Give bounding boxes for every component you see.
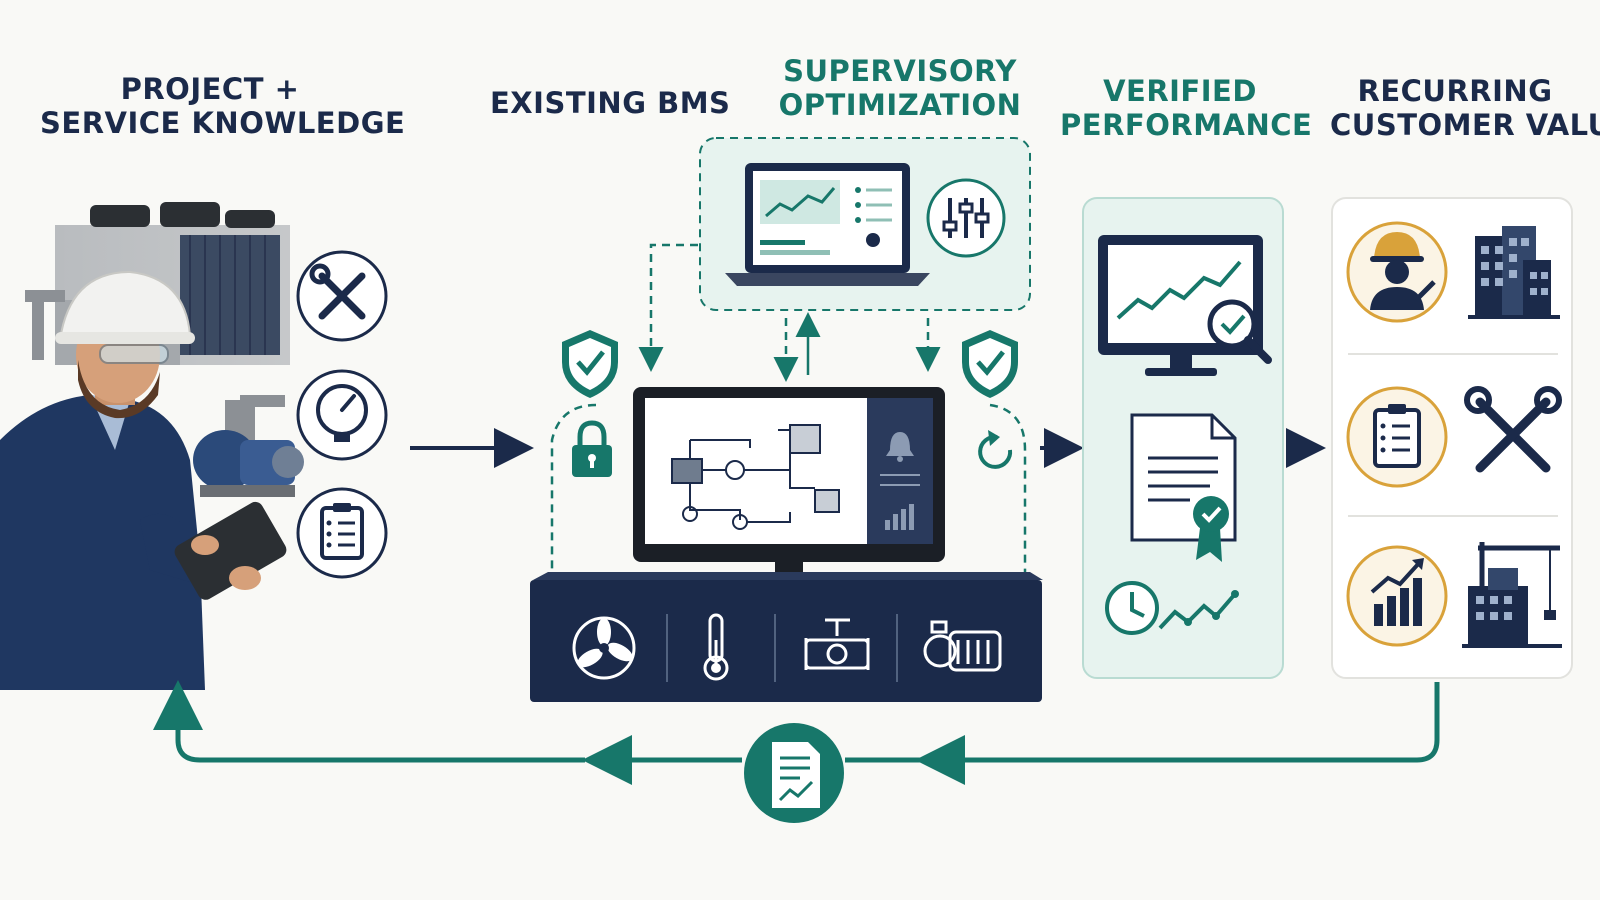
valve-icon: [804, 618, 870, 670]
tools-icon: [1464, 386, 1562, 473]
bar-chart-icon: [885, 504, 914, 530]
verified-title-line2: PERFORMANCE: [1060, 108, 1313, 142]
bms-title: EXISTING BMS: [490, 86, 731, 120]
laptop-dashboard-icon: [725, 163, 930, 286]
clock-trend-icon: [1105, 581, 1239, 635]
clipboard-checklist-icon: [296, 487, 388, 579]
growth-chart-icon: [1346, 545, 1448, 647]
technician: [0, 270, 287, 690]
clipboard-icon: [1346, 386, 1448, 488]
pump-unit: [193, 395, 304, 497]
project-title-line2: SERVICE KNOWLEDGE: [40, 106, 406, 140]
technician-tool-icon: [1346, 221, 1448, 323]
shield-check-icon: [962, 330, 1018, 398]
equipment-base: [530, 572, 1043, 702]
supervisory-title-line2: OPTIMIZATION: [778, 88, 1022, 122]
monitor-chart-magnifier-icon: [1098, 235, 1272, 376]
report-document-icon: [744, 723, 844, 823]
dashed-connectors: [550, 243, 1027, 575]
fan-icon: [572, 616, 636, 680]
gauge-icon: [296, 369, 388, 461]
bms-title-line1: EXISTING BMS: [490, 86, 731, 120]
shield-check-icon: [562, 330, 618, 398]
wrench-screwdriver-icon: [296, 250, 388, 342]
certificate-document-icon: [1130, 413, 1237, 562]
refresh-icon: [978, 430, 1013, 469]
supervisory-title-line1: SUPERVISORY: [783, 54, 1017, 88]
building-icon: [1468, 226, 1560, 319]
recurring-title: RECURRING CUSTOMER VALUE: [1330, 74, 1600, 142]
feedback-loop: [153, 680, 1440, 785]
recurring-title-line1: RECURRING: [1357, 74, 1553, 108]
project-title: PROJECT + SERVICE KNOWLEDGE: [40, 72, 406, 140]
verified-title-line1: VERIFIED: [1103, 74, 1257, 108]
monitor-schematic-icon: [633, 387, 945, 586]
bell-icon: [886, 432, 914, 462]
thermometer-icon: [703, 613, 729, 681]
verified-title: VERIFIED PERFORMANCE: [1060, 74, 1313, 142]
recurring-title-line2: CUSTOMER VALUE: [1330, 108, 1600, 142]
pump-motor-icon: [923, 620, 1002, 672]
padlock-icon: [572, 420, 612, 477]
project-title-line1: PROJECT +: [120, 72, 300, 106]
supervisory-title: SUPERVISORY OPTIMIZATION: [770, 54, 1030, 122]
sliders-icon: [926, 178, 1006, 258]
construction-building-icon: [1462, 542, 1562, 648]
